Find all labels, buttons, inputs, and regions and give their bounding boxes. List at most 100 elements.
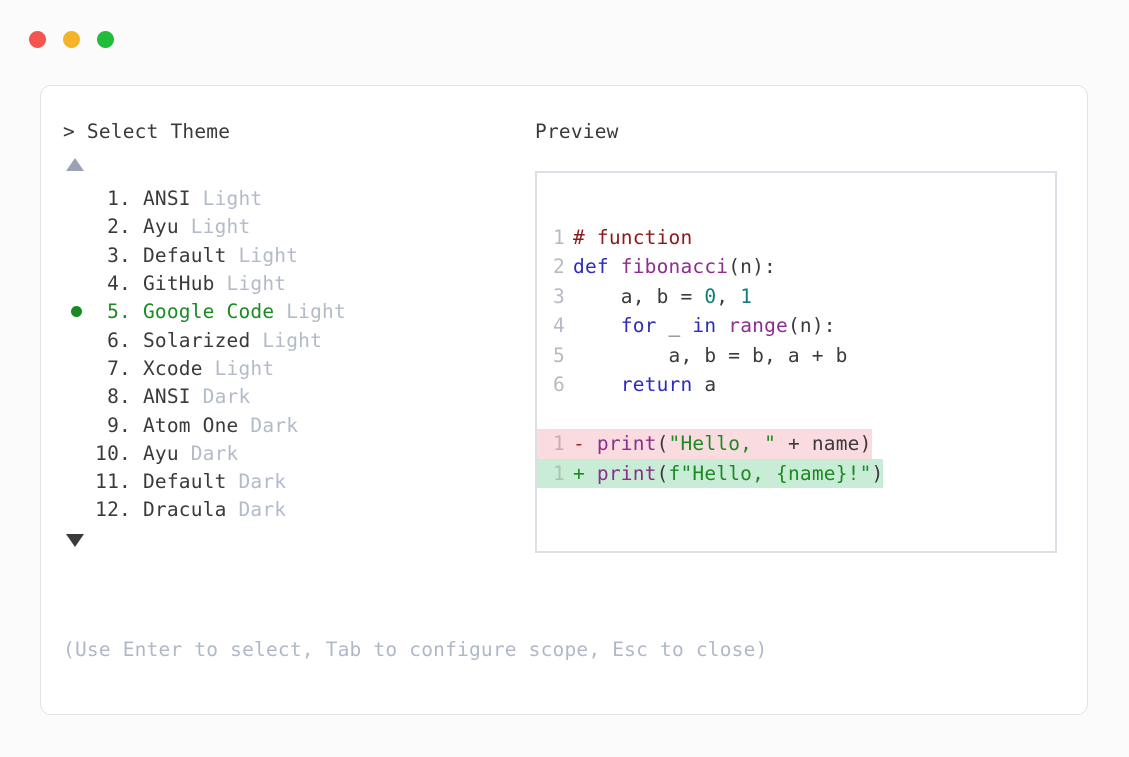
theme-item-variant: Dark <box>238 470 287 494</box>
theme-item-name: Google Code <box>131 300 287 324</box>
diff-removed-line: 1- print("Hello, " + name) <box>537 429 1055 459</box>
theme-item-name: Dracula <box>131 498 239 522</box>
prompt-header: > Select Theme <box>63 122 533 142</box>
code-token: for <box>620 314 657 338</box>
code-token: # function <box>573 225 693 249</box>
theme-item-variant: Dark <box>238 498 287 522</box>
theme-list-item[interactable]: 3. Default Light <box>63 241 533 269</box>
preview-panel: Preview 1 # function 2 def fibonacci(n): 3 a… <box>535 122 1065 553</box>
theme-item-variant: Light <box>286 300 346 324</box>
line-number: 1 <box>553 461 565 485</box>
line-number: 1 <box>553 225 565 249</box>
page-title <box>75 120 87 143</box>
preview-label: Preview <box>535 120 619 143</box>
code-token: "Hello, " <box>668 432 777 456</box>
theme-list-item[interactable]: 4. GitHub Light <box>63 269 533 297</box>
theme-item-name: Default <box>131 243 239 267</box>
code-preview: 1 # function 2 def fibonacci(n): 3 a, b = 0,… <box>537 223 1055 488</box>
line-number: 1 <box>553 432 565 456</box>
line-number: 2 <box>553 255 565 279</box>
code-line: 2 def fibonacci(n): <box>537 252 1055 282</box>
theme-list-item[interactable]: 5. Google Code Light <box>63 298 533 326</box>
code-line-content: def fibonacci(n): <box>573 255 776 278</box>
code-token: print <box>596 432 657 456</box>
code-line-content: a, b = b, a + b <box>573 344 848 367</box>
theme-item-variant: Light <box>190 215 251 239</box>
theme-item-number: 1. <box>107 187 131 211</box>
code-token: , <box>716 284 741 308</box>
theme-item-variant: Light <box>226 272 287 296</box>
code-token <box>573 314 621 337</box>
code-token: (n): <box>728 255 776 279</box>
theme-list-item[interactable]: 1. ANSI Light <box>63 185 533 213</box>
prompt-title: Select Theme <box>86 120 231 143</box>
theme-list-item[interactable]: 2. Ayu Light <box>63 213 533 241</box>
code-token: + name) <box>776 432 872 456</box>
theme-item-name: Atom One <box>131 413 251 437</box>
code-token: a, b = <box>573 284 705 308</box>
close-button-icon[interactable] <box>29 31 46 48</box>
code-token: ( <box>656 461 669 485</box>
theme-item-name: GitHub <box>131 272 227 296</box>
theme-item-variant: Dark <box>250 413 299 437</box>
code-token: range <box>728 314 788 338</box>
code-token: _ <box>656 314 693 338</box>
diff-sign: + <box>573 461 597 485</box>
code-token: a <box>692 373 717 397</box>
theme-list-item[interactable]: 8. ANSI Dark <box>63 383 533 411</box>
theme-item-number: 4. <box>107 272 131 296</box>
theme-list-item[interactable]: 10. Ayu Dark <box>63 439 533 467</box>
theme-item-variant: Light <box>238 243 299 267</box>
scroll-up-arrow-icon[interactable] <box>66 157 84 171</box>
theme-item-number: 3. <box>107 243 131 267</box>
theme-item-number: 11. <box>95 470 131 494</box>
theme-list-item[interactable]: 9. Atom One Dark <box>63 411 533 439</box>
traffic-light-controls <box>29 31 114 48</box>
diff-sign: - <box>573 432 597 456</box>
code-token: 0 <box>704 284 717 308</box>
diff-highlight: 1- print("Hello, " + name) <box>537 429 872 459</box>
theme-item-name: Default <box>131 470 239 494</box>
theme-item-name: Xcode <box>131 356 215 380</box>
code-blank-line <box>537 400 1055 430</box>
theme-list-item[interactable]: 12. Dracula Dark <box>63 496 533 524</box>
code-token: return <box>620 373 693 397</box>
prompt-caret-icon: > <box>63 120 75 143</box>
line-number: 6 <box>553 373 565 397</box>
window-titlebar <box>0 0 1129 70</box>
theme-list-item[interactable]: 6. Solarized Light <box>63 326 533 354</box>
theme-list-item[interactable]: 11. Default Dark <box>63 467 533 495</box>
code-token <box>716 314 728 337</box>
code-token: print <box>596 461 657 485</box>
minimize-button-icon[interactable] <box>63 31 80 48</box>
theme-item-variant: Light <box>202 187 263 211</box>
preview-box: 1 # function 2 def fibonacci(n): 3 a, b = 0,… <box>535 170 1057 553</box>
theme-item-name: Ayu <box>131 441 191 465</box>
code-line: 6 return a <box>537 370 1055 400</box>
maximize-button-icon[interactable] <box>97 31 114 48</box>
theme-item-number: 5. <box>107 300 131 324</box>
code-token: a, b = b, a + b <box>573 343 848 367</box>
theme-item-name: Solarized <box>131 328 263 352</box>
diff-added-line: 1 + print(f"Hello, {name}!") <box>537 458 1055 488</box>
code-token: ( <box>656 432 669 456</box>
theme-item-number: 10. <box>95 441 131 465</box>
scroll-down-arrow-icon[interactable] <box>66 534 84 548</box>
theme-item-name: ANSI <box>131 385 203 409</box>
code-line: 5 a, b = b, a + b <box>537 341 1055 371</box>
code-token <box>573 373 621 396</box>
code-token: f"Hello, {name}!" <box>668 461 872 485</box>
line-number: 4 <box>553 314 565 338</box>
code-line-content: for _ in range(n): <box>573 314 836 337</box>
theme-list-item[interactable]: 7. Xcode Light <box>63 354 533 382</box>
code-line-content: a, b = 0, 1 <box>573 285 752 308</box>
code-line-content: print(f"Hello, {name}!") <box>597 462 884 485</box>
code-token: 1 <box>740 284 753 308</box>
theme-item-variant: Dark <box>190 441 239 465</box>
theme-item-number: 8. <box>107 385 131 409</box>
theme-item-variant: Light <box>262 328 323 352</box>
diff-highlight: 1 + print(f"Hello, {name}!") <box>537 458 884 488</box>
code-line: 3 a, b = 0, 1 <box>537 282 1055 312</box>
